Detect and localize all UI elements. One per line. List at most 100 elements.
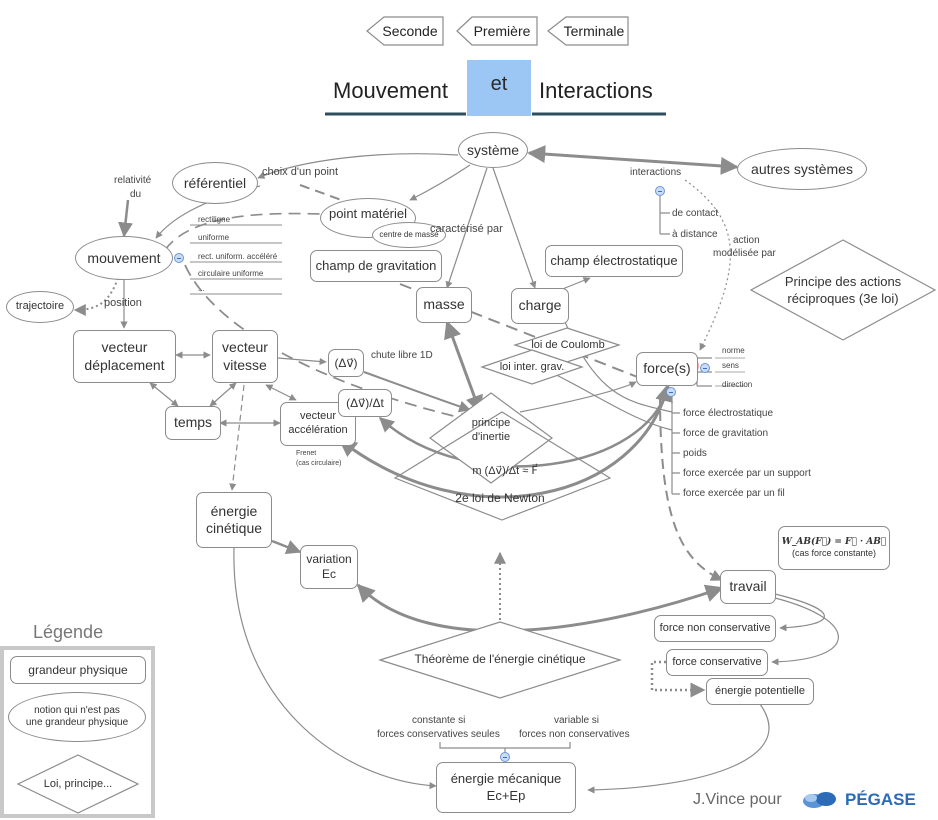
node-force-non-conservative[interactable]: force non conservative	[654, 615, 776, 642]
node-label: point matériel	[328, 206, 408, 222]
diamond-newton	[393, 411, 612, 521]
node-masse[interactable]: masse	[416, 287, 472, 323]
credit-author: J.Vince pour	[693, 791, 782, 808]
node-referentiel[interactable]: référentiel	[172, 162, 258, 204]
node-centre-de-masse[interactable]: centre de masse	[372, 222, 446, 248]
edge-mouvement-trajectoire	[73, 277, 119, 316]
node-label: champ électrostatique	[550, 252, 678, 268]
tab-seconde[interactable]: Seconde	[377, 14, 443, 48]
force-type: force exercée par un support	[683, 468, 811, 479]
node-energie-cinetique[interactable]: énergie cinétique	[196, 492, 272, 548]
label-position: position	[104, 297, 142, 309]
legend-diamond	[16, 754, 140, 814]
text-newton-2: 2e loi de Newton	[455, 491, 545, 506]
edge-vitesse-deltav	[277, 357, 327, 366]
node-temps[interactable]: temps	[165, 406, 221, 440]
node-mouvement[interactable]: mouvement	[75, 236, 173, 280]
node-forces[interactable]: force(s)	[636, 352, 698, 386]
label-modelisee-par: modélisée par	[713, 248, 776, 259]
label-interactions: interactions	[630, 167, 682, 178]
force-type: poids	[683, 448, 707, 459]
title-middle: et	[490, 72, 508, 95]
label-constante-si: constante si	[412, 715, 466, 726]
mouvement-type: rectiligne	[198, 215, 231, 224]
node-work-formula[interactable]: W_AB(F⃗) = F⃗ · AB⃗ (cas force constante…	[778, 526, 890, 570]
legend-label: notion qui n'est pas	[34, 705, 120, 716]
node-variation-ec[interactable]: variation Ec	[300, 545, 358, 589]
edge-conservative-ep	[650, 660, 706, 698]
node-force-conservative[interactable]: force conservative	[666, 649, 768, 676]
text-loi-inter-grav: loi inter. grav.	[499, 360, 565, 373]
node-autres-systemes[interactable]: autres systèmes	[737, 148, 867, 190]
edge-force-acceleration	[338, 383, 673, 499]
node-vecteur-deplacement[interactable]: vecteur déplacement	[73, 330, 176, 383]
label-relativite: relativité	[114, 175, 152, 186]
node-delta-v-dt[interactable]: (Δv⃗)/Δt	[338, 389, 392, 417]
node-label: temps	[173, 414, 213, 431]
title-right: Interactions	[539, 78, 653, 103]
tree-mouvement-types	[190, 224, 282, 295]
node-label: force(s)	[643, 360, 691, 377]
node-systeme[interactable]: système	[458, 132, 528, 168]
node-label: énergie cinétique	[205, 502, 263, 537]
tab-label: Seconde	[382, 23, 438, 39]
credit-brand: PÉGASE	[845, 790, 916, 809]
legend-box	[0, 646, 155, 818]
node-label: vecteur vitesse	[222, 339, 268, 373]
tab-premiere[interactable]: Première	[467, 14, 537, 48]
node-trajectoire[interactable]: trajectoire	[6, 291, 74, 323]
node-label: centre de masse	[379, 230, 439, 240]
collapse-energie-mecanique-icon[interactable]	[500, 752, 510, 762]
node-charge[interactable]: charge	[511, 288, 569, 324]
collapse-interactions-icon[interactable]	[655, 186, 665, 196]
node-label: énergie potentielle	[715, 684, 805, 697]
node-energie-potentielle[interactable]: énergie potentielle	[706, 678, 814, 705]
force-type: force exercée par un fil	[683, 488, 785, 499]
force-prop: sens	[722, 361, 739, 370]
label-caracterise-par: caractérisé par	[430, 223, 503, 235]
node-vecteur-vitesse[interactable]: vecteur vitesse	[212, 330, 278, 383]
mouvement-type: rect. uniform. accéléré	[198, 252, 278, 261]
diamond-theoreme	[378, 621, 622, 699]
edge-vitesse-ec	[229, 384, 245, 491]
formula-text: W_AB(F⃗) = F⃗ · AB⃗	[781, 536, 887, 547]
edge-systeme-referentiel	[257, 153, 459, 179]
tab-terminale[interactable]: Terminale	[560, 14, 628, 48]
node-label: force conservative	[672, 655, 762, 668]
node-label: vecteur déplacement	[84, 339, 165, 373]
edge-systeme-charge	[492, 167, 537, 289]
formula-note: (cas force constante)	[791, 548, 877, 558]
tab-shape-premiere	[456, 16, 538, 46]
node-champ-gravitation[interactable]: champ de gravitation	[310, 250, 442, 282]
node-label: référentiel	[183, 174, 247, 191]
label-choix-point: choix d'un point	[262, 166, 339, 178]
edge-mouvement-point	[164, 212, 321, 251]
label-a-distance: à distance	[672, 229, 718, 240]
collapse-mouvement-icon[interactable]	[174, 253, 184, 263]
node-label: autres systèmes	[751, 160, 853, 177]
title-highlight: et	[467, 60, 531, 116]
collapse-force-types-icon[interactable]	[666, 387, 676, 397]
node-travail[interactable]: travail	[720, 570, 776, 604]
node-label: champ de gravitation	[315, 257, 437, 273]
node-delta-v[interactable]: (Δv⃗)	[328, 349, 364, 377]
legend-title: Légende	[33, 622, 104, 642]
text-principe-inertie: principe d'inertie	[471, 416, 511, 443]
node-energie-mecanique[interactable]: énergie mécanique Ec+Ep	[436, 762, 576, 813]
node-champ-electrostatique[interactable]: champ électrostatique	[545, 245, 683, 277]
tree-force-types	[671, 392, 680, 495]
label-chute-libre: chute libre 1D	[371, 350, 433, 361]
collapse-force-props-icon[interactable]	[700, 363, 710, 373]
edge-systeme-masse	[445, 167, 488, 289]
mouvement-type: uniforme	[198, 233, 230, 242]
mouvement-type: ...	[198, 284, 205, 293]
label-forces-conservatives-seules: forces conservatives seules	[377, 729, 500, 740]
edge-deplacement-temps	[149, 382, 179, 407]
label-variable-si: variable si	[554, 715, 600, 726]
label-action: action	[733, 235, 760, 246]
label-du: du	[130, 189, 142, 200]
node-label: (Δv⃗)	[334, 355, 358, 370]
pegase-logo-icon	[801, 788, 843, 810]
tab-shape-terminale	[547, 16, 629, 46]
label-forces-non-conservatives: forces non conservatives	[519, 729, 630, 740]
